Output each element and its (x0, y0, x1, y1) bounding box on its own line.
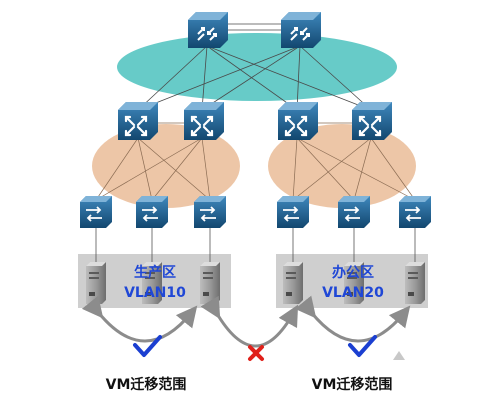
aggregation-links (95, 122, 416, 201)
core-links (137, 23, 372, 111)
migration-arrow-left (81, 295, 198, 343)
layer3-switch-icon (184, 102, 224, 140)
server-icon (86, 262, 106, 304)
layer3-switch-icon (118, 102, 158, 140)
access-switch-icon (136, 196, 168, 228)
access-switch-icon (399, 196, 431, 228)
layer3-switch-icon (352, 102, 392, 140)
cross-icon (248, 345, 264, 361)
zone-vlan-office: VLAN20 (322, 285, 384, 301)
server-icon (142, 262, 162, 304)
migration-arrows (81, 295, 411, 348)
migration-caption-left: VM迁移范围 (106, 376, 187, 393)
server-icon (283, 262, 303, 304)
watermark-url: luyouqi.com (418, 368, 479, 379)
checkmark-icon (348, 335, 377, 357)
server-icon (344, 262, 364, 304)
watermark-title: 路由器 (415, 344, 473, 367)
checkmark-icon (133, 335, 162, 357)
core-router-icon (188, 12, 228, 48)
zone-name-production: 生产区 (134, 264, 176, 281)
server-icon (405, 262, 425, 304)
server-icon (200, 262, 220, 304)
watermark-logo-icon (388, 345, 410, 367)
zone-name-office: 办公区 (332, 264, 374, 281)
access-switch-icon (80, 196, 112, 228)
core-router-icon (281, 12, 321, 48)
migration-caption-right: VM迁移范围 (312, 376, 393, 393)
access-switch-icon (194, 196, 226, 228)
aggregation-ellipse-right (268, 124, 416, 208)
access-server-links (95, 228, 416, 262)
access-switch-icon (277, 196, 309, 228)
core-layer-ellipse (117, 33, 397, 101)
migration-arrow-middle (200, 295, 299, 348)
access-switch-icon (338, 196, 370, 228)
layer3-switch-icon (278, 102, 318, 140)
watermark: 路由器 luyouqi.com (388, 344, 479, 379)
migration-arrow-right (294, 295, 411, 343)
zone-vlan-production: VLAN10 (124, 285, 186, 301)
